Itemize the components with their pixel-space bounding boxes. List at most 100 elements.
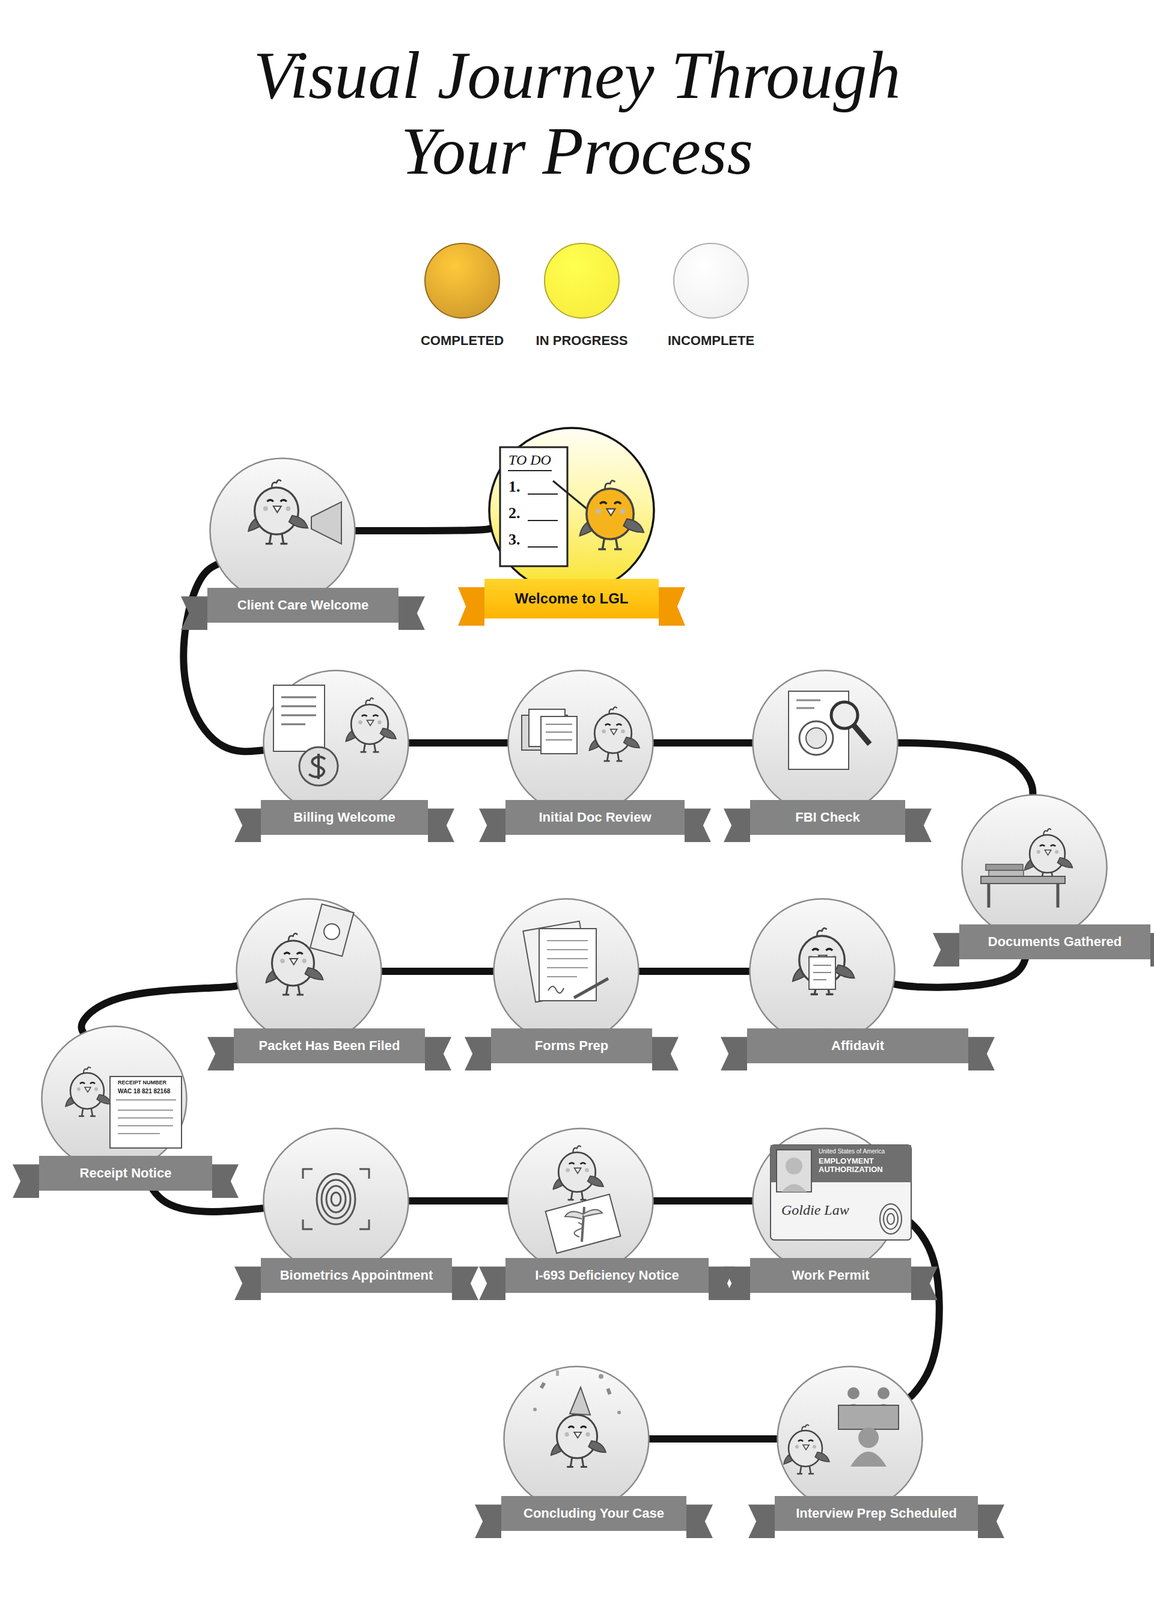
step-ribbon: Welcome to LGL	[484, 578, 659, 619]
step-circle	[508, 670, 654, 816]
work-permit-art	[781, 1184, 807, 1192]
step-ribbon: Work Permit	[750, 1257, 912, 1293]
fbi-check-art	[799, 721, 834, 755]
welcome-art	[500, 447, 568, 567]
step-ribbon: Packet Has Been Filed	[233, 1028, 425, 1064]
step-circle	[777, 1366, 923, 1512]
legend-swatch	[673, 242, 749, 319]
step-ribbon: Interview Prep Scheduled	[774, 1495, 978, 1531]
legend-swatch	[424, 242, 501, 319]
step-circle	[504, 1366, 650, 1512]
step-circle	[507, 669, 654, 817]
label-holder: EMPLOYMENT AUTHORIZATION	[818, 1157, 909, 1175]
illustration-label: 1.	[508, 478, 521, 496]
label-holder: TO DO	[508, 451, 552, 468]
concluding-art	[555, 1370, 559, 1376]
welcome-art	[527, 519, 558, 522]
label-holder: United States of America	[818, 1147, 885, 1155]
step-circle	[494, 899, 639, 1045]
step-node: Documents Gathered	[961, 793, 1108, 941]
forms-art	[546, 940, 588, 977]
step-node: Packet Has Been Filed	[235, 897, 383, 1045]
illustration-label: 3.	[508, 531, 521, 549]
legend-item: INCOMPLETE	[644, 242, 778, 349]
step-circle	[753, 1128, 898, 1274]
title: Visual Journey Through Your Process	[216, 37, 938, 189]
doc-review-art	[545, 724, 573, 740]
documents-art	[980, 876, 1066, 884]
connector	[409, 1197, 508, 1205]
label-holder: 1.	[508, 478, 521, 496]
step-ribbon: Affidavit	[747, 1028, 969, 1064]
illustration-label: United States of America	[818, 1147, 885, 1155]
label-holder: WAC 18 821 82168	[117, 1087, 171, 1095]
connector	[649, 1435, 777, 1443]
i693-art	[564, 1209, 603, 1219]
step-circle	[263, 1128, 409, 1274]
step-circle	[508, 1128, 654, 1274]
step-circle	[492, 897, 640, 1045]
illustration-label: 2.	[508, 504, 521, 523]
step-ribbon: Documents Gathered	[959, 924, 1151, 960]
welcome-art	[527, 493, 558, 495]
step-node: Interview Prep Scheduled	[776, 1365, 924, 1513]
step-ribbon: Receipt Notice	[39, 1155, 213, 1191]
illustration-label: EMPLOYMENT AUTHORIZATION	[818, 1157, 909, 1175]
billing-art	[281, 697, 317, 725]
connector	[382, 967, 493, 975]
step-circle	[962, 795, 1108, 941]
work-permit-art	[887, 1213, 895, 1225]
fbi-check-art	[831, 702, 858, 729]
concluding-art	[617, 1410, 621, 1415]
documents-art	[988, 870, 1024, 877]
receipt-art	[109, 1076, 182, 1148]
interview-art	[858, 1427, 879, 1448]
connector	[409, 739, 508, 747]
step-ribbon: FBI Check	[750, 799, 906, 835]
concluding-art	[598, 1373, 604, 1379]
step-node: Initial Doc Review	[507, 669, 654, 817]
billing-art	[308, 753, 326, 779]
label-holder: 3.	[508, 531, 521, 549]
legend-label: INCOMPLETE	[644, 332, 778, 349]
step-node: Biometrics Appointment	[262, 1127, 410, 1275]
label-holder: RECEIPT NUMBER	[117, 1080, 167, 1087]
interview-art	[838, 1405, 899, 1430]
step-circle	[751, 669, 899, 817]
step-node: Forms Prep	[492, 897, 640, 1045]
documents-art	[985, 864, 1023, 871]
packet-art	[323, 923, 340, 940]
step-node: FBI Check	[751, 669, 899, 817]
illustration-label: TO DO	[508, 451, 552, 468]
legend-item: IN PROGRESS	[515, 242, 648, 349]
illustration-label: WAC 18 821 82168	[117, 1087, 171, 1095]
step-node: Concluding Your Case	[503, 1365, 650, 1513]
legend-swatch	[543, 242, 620, 319]
illustration-label: RECEIPT NUMBER	[117, 1080, 167, 1087]
label-holder: 2.	[508, 504, 521, 523]
step-circle	[235, 897, 383, 1045]
step-ribbon: Concluding Your Case	[501, 1495, 687, 1531]
work-permit-art	[879, 1203, 902, 1234]
doc-review-art	[540, 716, 577, 754]
connector	[653, 1197, 752, 1205]
step-circle	[753, 670, 898, 816]
billing-art	[299, 747, 338, 786]
step-ribbon: Billing Welcome	[260, 799, 428, 835]
step-circle	[262, 1127, 410, 1275]
step-node: Billing Welcome	[262, 669, 410, 817]
connector	[639, 967, 749, 975]
step-node: Affidavit	[748, 897, 896, 1045]
concluding-art	[533, 1407, 537, 1412]
welcome-art	[507, 470, 552, 472]
step-circle	[961, 793, 1108, 941]
step-circle	[263, 670, 409, 816]
step-circle	[750, 899, 895, 1045]
receipt-art	[116, 1099, 177, 1134]
title-area: Visual Journey Through Your Process	[216, 37, 938, 189]
affidavit-art	[813, 965, 832, 980]
billing-art	[273, 685, 325, 752]
step-circle	[236, 899, 382, 1045]
step-circle	[262, 669, 410, 817]
i693-art	[573, 1222, 584, 1237]
